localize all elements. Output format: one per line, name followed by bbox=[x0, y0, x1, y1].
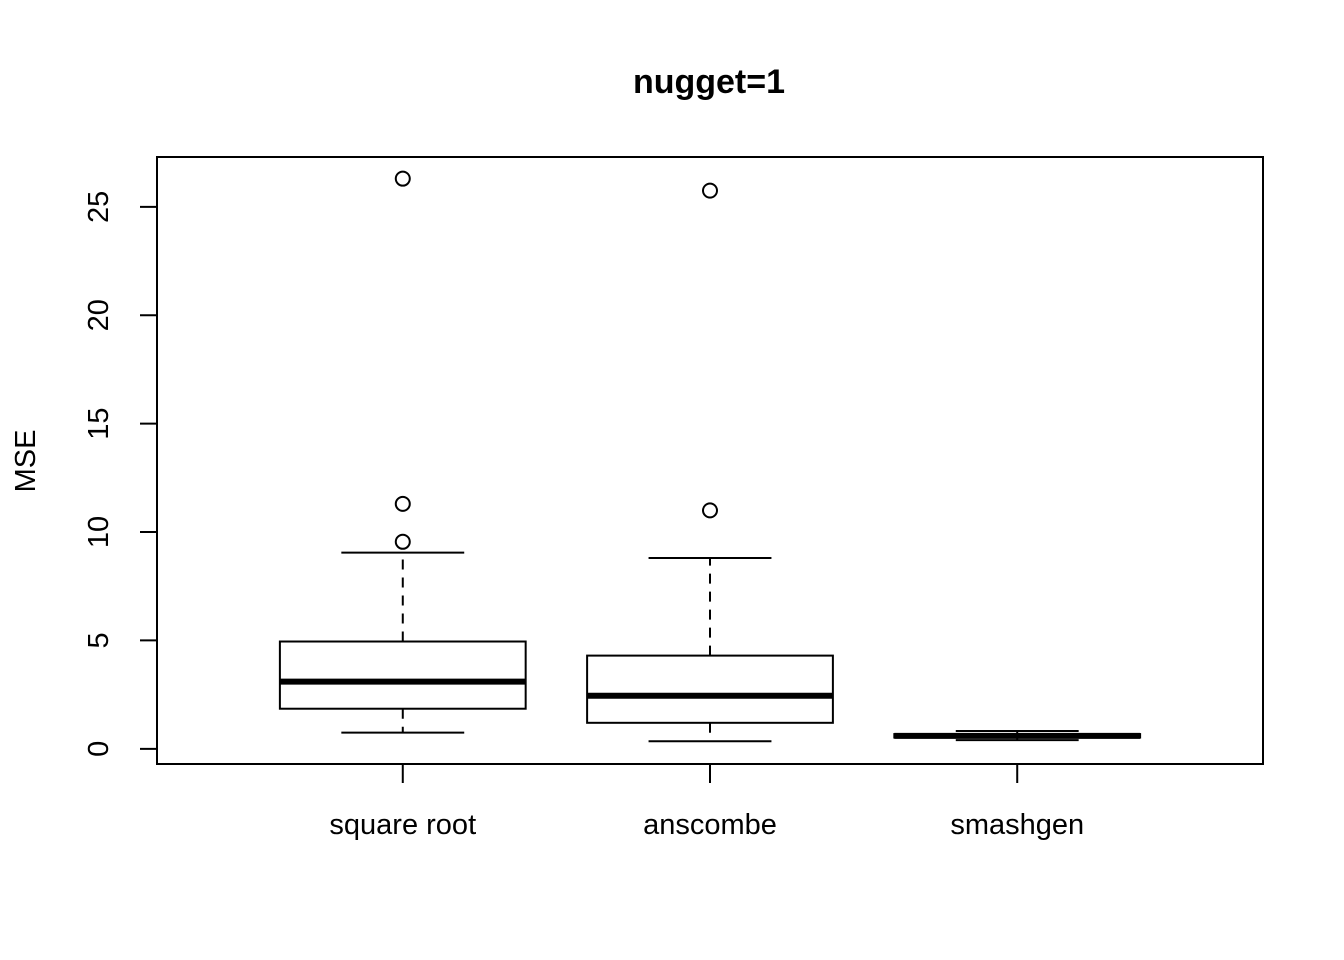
x-axis: square root anscombe smashgen bbox=[329, 764, 1084, 841]
outlier-point bbox=[702, 502, 718, 519]
y-tick-label: 0 bbox=[83, 741, 115, 757]
x-tick-label: anscombe bbox=[643, 809, 777, 841]
y-axis-label: MSE bbox=[10, 430, 42, 493]
chart-title: nugget=1 bbox=[633, 63, 785, 101]
y-tick-label: 20 bbox=[83, 299, 115, 331]
y-tick-label: 25 bbox=[83, 191, 115, 223]
outlier-point bbox=[394, 170, 411, 187]
x-tick-label: square root bbox=[329, 809, 476, 841]
outlier-point bbox=[394, 495, 411, 512]
outlier-point bbox=[394, 533, 411, 550]
y-tick-label: 5 bbox=[83, 632, 115, 648]
y-tick-label: 15 bbox=[83, 408, 115, 440]
box-iqr bbox=[278, 640, 527, 710]
box-group bbox=[893, 730, 1142, 742]
box-group bbox=[586, 182, 834, 743]
box-iqr bbox=[586, 654, 834, 724]
boxes-layer bbox=[278, 170, 1142, 743]
box-group bbox=[278, 170, 527, 734]
y-axis: 0 5 10 15 20 25 bbox=[83, 191, 158, 757]
outlier-point bbox=[702, 182, 718, 199]
y-tick-label: 10 bbox=[83, 516, 115, 548]
x-tick-label: smashgen bbox=[950, 809, 1084, 841]
